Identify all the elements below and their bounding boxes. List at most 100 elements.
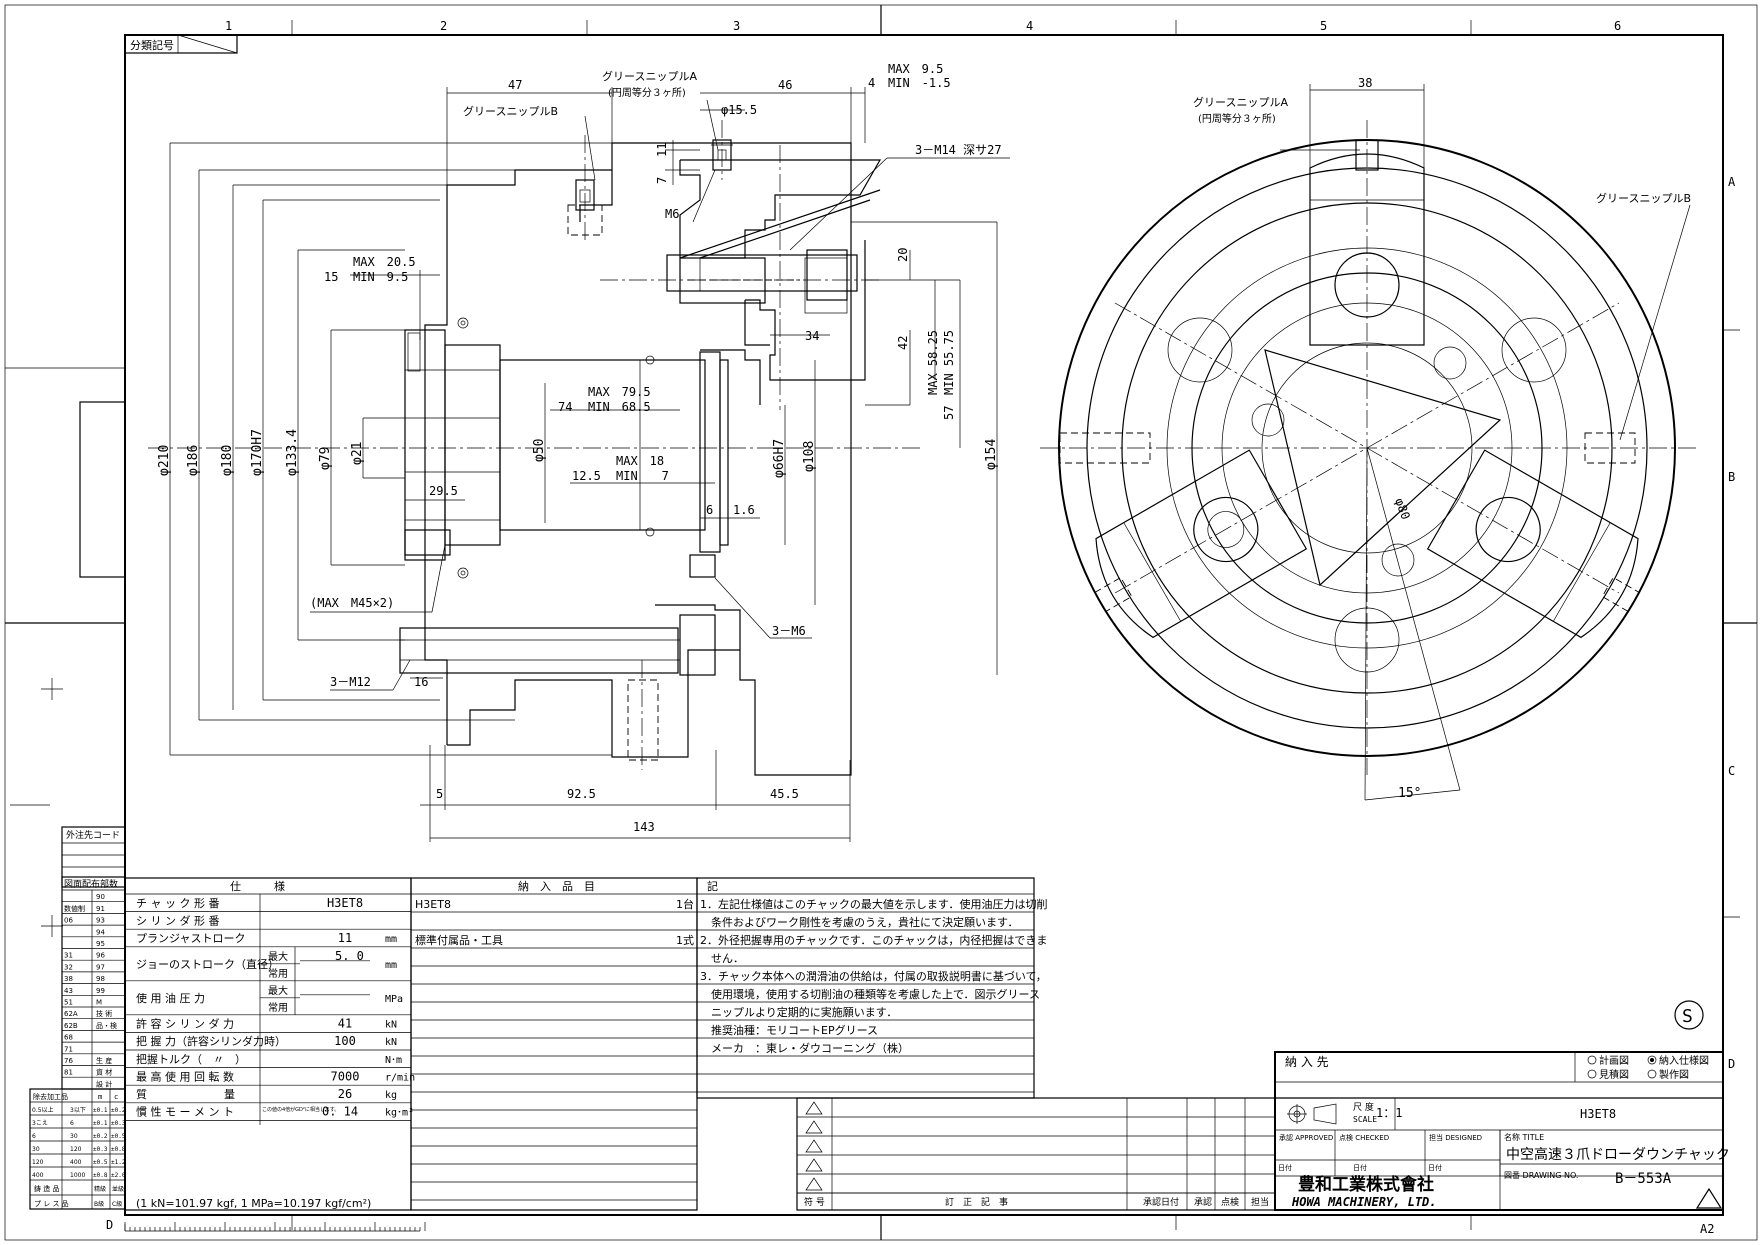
revision-triangle-icon: [805, 1120, 823, 1134]
revision-rows: [797, 1101, 1275, 1194]
zone-col-5: 5: [1320, 19, 1327, 33]
tol-to: 6: [70, 1120, 74, 1127]
tol-header-m: m: [98, 1093, 102, 1101]
front-grease-a-label: グリースニップルA: [1193, 95, 1288, 109]
classification-label: 分類記号: [130, 38, 174, 52]
spec-sub2: 常用: [268, 967, 288, 980]
option-spec-radio[interactable]: [1647, 1055, 1657, 1065]
option-plan-radio[interactable]: [1587, 1055, 1597, 1065]
spec-value: 100: [334, 1034, 356, 1048]
dist-code: 76: [64, 1057, 73, 1065]
dim-15deg: 15°: [1398, 786, 1421, 801]
dim-125: 12.5: [572, 469, 601, 483]
outsource-label: 外注先コード: [66, 829, 120, 841]
dist-number: 資 材: [96, 1068, 112, 1077]
scale-value: 1：1: [1376, 1106, 1402, 1120]
dim-d80: φ80: [1392, 496, 1413, 521]
dim-d180: φ180: [220, 445, 235, 476]
zone-col-2: 2: [440, 19, 447, 33]
dist-code: 06: [64, 917, 73, 925]
spec-unit: MPa: [385, 994, 403, 1005]
spec-label: シ リ ン ダ 形 番: [136, 913, 219, 927]
dim-46: 46: [778, 78, 792, 92]
dim-47: 47: [508, 78, 522, 92]
spec-unit: kg･m²: [385, 1108, 414, 1119]
spec-unit: kN: [385, 1020, 397, 1031]
sheet-size: A2: [1700, 1222, 1714, 1236]
option-plan-label: 計画図: [1599, 1054, 1629, 1067]
company-name-jp: 豊和工業株式會社: [1298, 1174, 1434, 1195]
spec-sub1-value: 5. 0: [335, 949, 364, 963]
note-line: メーカ ：東レ・ダウコーニング（株）: [700, 1041, 909, 1055]
revision-triangle-icon: [805, 1177, 823, 1191]
note-line: 3．チャック本体への潤滑油の供給は，付属の取扱説明書に基づいて，: [700, 969, 1047, 983]
revision-triangle-icon: [805, 1158, 823, 1172]
date-label-3: 日付: [1428, 1163, 1442, 1172]
zone-col-6: 6: [1614, 19, 1621, 33]
option-production-radio[interactable]: [1647, 1069, 1657, 1079]
title-block-grid: [1274, 1051, 1724, 1211]
dim-d155: φ15.5: [721, 103, 757, 117]
option-estimate-radio[interactable]: [1587, 1069, 1597, 1079]
spec-unit: r/min: [385, 1072, 415, 1083]
tol-from: 0.5以上: [32, 1106, 54, 1114]
spec-sub1: 最大: [268, 950, 288, 963]
date-label-1: 日付: [1278, 1163, 1292, 1172]
approved-label: 承認 APPROVED: [1279, 1133, 1333, 1142]
s-mark: S: [1682, 1006, 1693, 1027]
dist-number: 97: [96, 963, 105, 971]
dist-code: 31: [64, 952, 73, 960]
option-spec-label: 納入仕様図: [1659, 1054, 1709, 1067]
dim-38: 38: [1358, 76, 1372, 90]
dim-5: 5: [436, 787, 443, 801]
dim-295: 29.5: [429, 484, 458, 498]
spec-value: 7000: [331, 1069, 360, 1083]
delivery-table-grid: [410, 877, 698, 1211]
tol-cast-normal: 並級: [112, 1185, 124, 1193]
dim-d186: φ186: [186, 445, 201, 476]
dim-57: 57: [942, 406, 956, 420]
drawing-number: B－553A: [1615, 1171, 1672, 1187]
tol-header-c: c: [114, 1093, 118, 1101]
dim-4: 4: [868, 76, 875, 90]
spec-value: H3ET8: [327, 896, 363, 910]
spec-value: 11: [338, 931, 352, 945]
zone-row-d: D: [1728, 1057, 1735, 1071]
option-production-label: 製作図: [1659, 1068, 1689, 1081]
dim-min7: MIN 7: [616, 469, 669, 483]
tol-from: 120: [32, 1159, 44, 1166]
front-grease-b-label: グリースニップルB: [1596, 191, 1691, 205]
dim-min15: MIN -1.5: [888, 76, 951, 90]
spec-value: 0. 14: [322, 1105, 358, 1119]
dim-m6b: 3－M6: [772, 624, 806, 638]
tol-from: 6: [32, 1133, 36, 1140]
spec-label: ジョーのストローク（直径）: [136, 957, 279, 971]
dim-m45: (MAX M45×2): [310, 596, 394, 610]
spec-label: 把 握 力（許容シリンダ力時）: [136, 1034, 286, 1048]
grease-b-label: グリースニップルB: [463, 104, 558, 118]
rev-date-label: 承認日付: [1143, 1196, 1179, 1208]
dim-d170: φ170H7: [250, 429, 265, 476]
checked-label: 点検 CHECKED: [1339, 1133, 1389, 1142]
grease-a-label: グリースニップルA: [602, 69, 697, 83]
tol-header-main: 除去加工品: [33, 1092, 68, 1101]
note-line: 推奨油種：モリコートEPグリース: [700, 1023, 878, 1037]
tol-cast-label: 鋳 造 品: [34, 1184, 59, 1193]
dim-min5575: MIN 55.75: [942, 330, 956, 395]
revision-triangle-icon: [805, 1101, 823, 1115]
spec-unit: kN: [385, 1037, 397, 1048]
side-view-dimensions: [169, 87, 1010, 842]
grease-a-note: (円周等分３ヶ所): [608, 86, 686, 99]
tol-to: 30: [70, 1133, 78, 1140]
note-line: ニップルより定期的に実施願います．: [700, 1005, 897, 1019]
note-line: 条件およびワーク剛性を考慮のうえ，貴社にて決定願います．: [700, 915, 1019, 929]
dist-code: 62A: [64, 1010, 78, 1018]
notes-lines: 1．左記仕様値はこのチャックの最大値を示します．使用油圧力は切削 条件およびワー…: [697, 897, 1047, 1093]
company-name-en: HOWA MACHINERY, LTD.: [1291, 1195, 1437, 1209]
option-spec-selected-dot: [1650, 1058, 1654, 1062]
spec-label: 最 高 使 用 回 転 数: [136, 1069, 234, 1083]
rev-content-label: 訂 正 記 事: [945, 1196, 1008, 1208]
dim-34: 34: [805, 329, 819, 343]
delivery-header: 納 入 品 目: [518, 880, 595, 893]
